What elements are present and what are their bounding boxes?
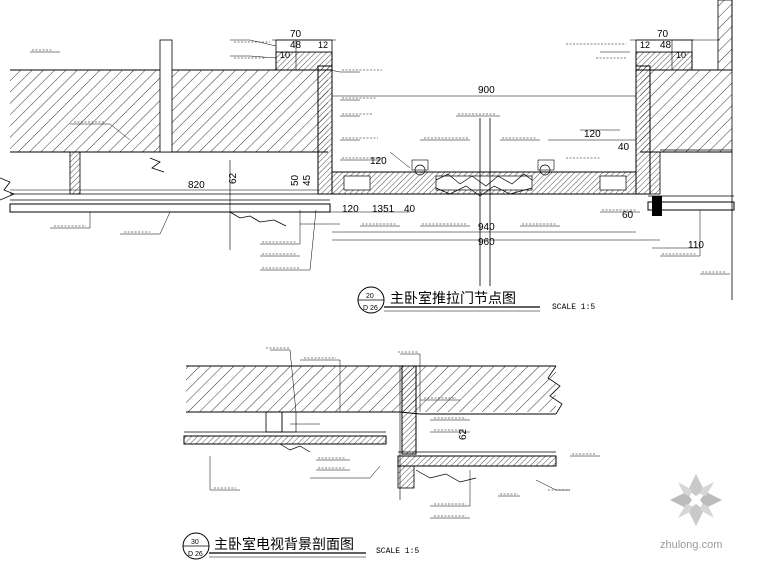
bottom-scale: SCALE 1:5 [376,547,419,556]
dim-110: 110 [688,240,704,251]
bottom-dim-62: 62 [458,428,469,440]
top-sheet-ref: D 26 [363,305,378,312]
bottom-detail-title: 30 D 26 主卧室电视背景剖面图 SCALE 1:5 [182,532,419,560]
tiny-annotations [32,41,726,273]
watermark-text: zhulong.com [660,539,722,551]
dim-70-right: 70 [657,29,669,40]
dim-70-left: 70 [290,29,302,40]
zhulong-logo-icon [670,474,722,526]
sliding-door-detail: 70 48 12 10 70 12 48 10 900 120 40 820 6… [0,0,735,314]
top-scale: SCALE 1:5 [552,303,595,312]
top-detail-number: 20 [366,293,374,300]
left-wall-finish [9,151,331,227]
dim-120-right: 120 [584,129,601,140]
right-slab [640,69,732,153]
dim-48-right: 48 [660,40,672,51]
dim-960: 960 [478,237,495,248]
dim-820: 820 [188,180,205,191]
bottom-title: 主卧室电视背景剖面图 [214,536,354,553]
dim-1351: 1351 [372,204,395,215]
dim-10-left: 10 [280,50,290,60]
top-title: 主卧室推拉门节点图 [390,290,516,307]
bottom-tiny-annotations [214,347,596,517]
dim-40-right: 40 [618,142,630,153]
bottom-leader-lines [209,349,600,519]
leader-lines [30,39,730,275]
bottom-detail-number: 30 [191,539,199,546]
break-line-left [0,157,165,201]
dim-45: 45 [302,174,313,186]
right-frame [635,39,693,195]
dim-120-low: 120 [342,204,359,215]
dim-50: 50 [290,174,301,186]
dim-12-right: 12 [640,40,650,50]
dim-62: 62 [228,172,239,184]
dimension-texts: 70 48 12 10 70 12 48 10 900 120 40 820 6… [188,29,704,251]
dim-940: 940 [478,222,495,233]
dim-900: 900 [478,85,495,96]
left-slab [10,39,328,153]
dim-120-mid: 120 [370,156,387,167]
top-detail-title: 20 D 26 主卧室推拉门节点图 SCALE 1:5 [357,286,595,314]
dimension-lines [10,39,700,249]
watermark: zhulong.com [660,474,722,551]
dim-10-right: 10 [676,50,686,60]
dim-60: 60 [622,210,634,221]
bottom-sheet-ref: D 26 [188,551,203,558]
center-guides [229,118,491,286]
dim-48-left: 48 [290,40,302,51]
dim-12-left: 12 [318,40,328,50]
right-wall-finish [647,149,735,216]
tv-background-section: 62 30 D 26 主卧室电视背景剖面图 SCALE 1:5 [182,347,600,560]
dim-40-mid: 40 [404,204,416,215]
door-leaves [331,159,637,197]
